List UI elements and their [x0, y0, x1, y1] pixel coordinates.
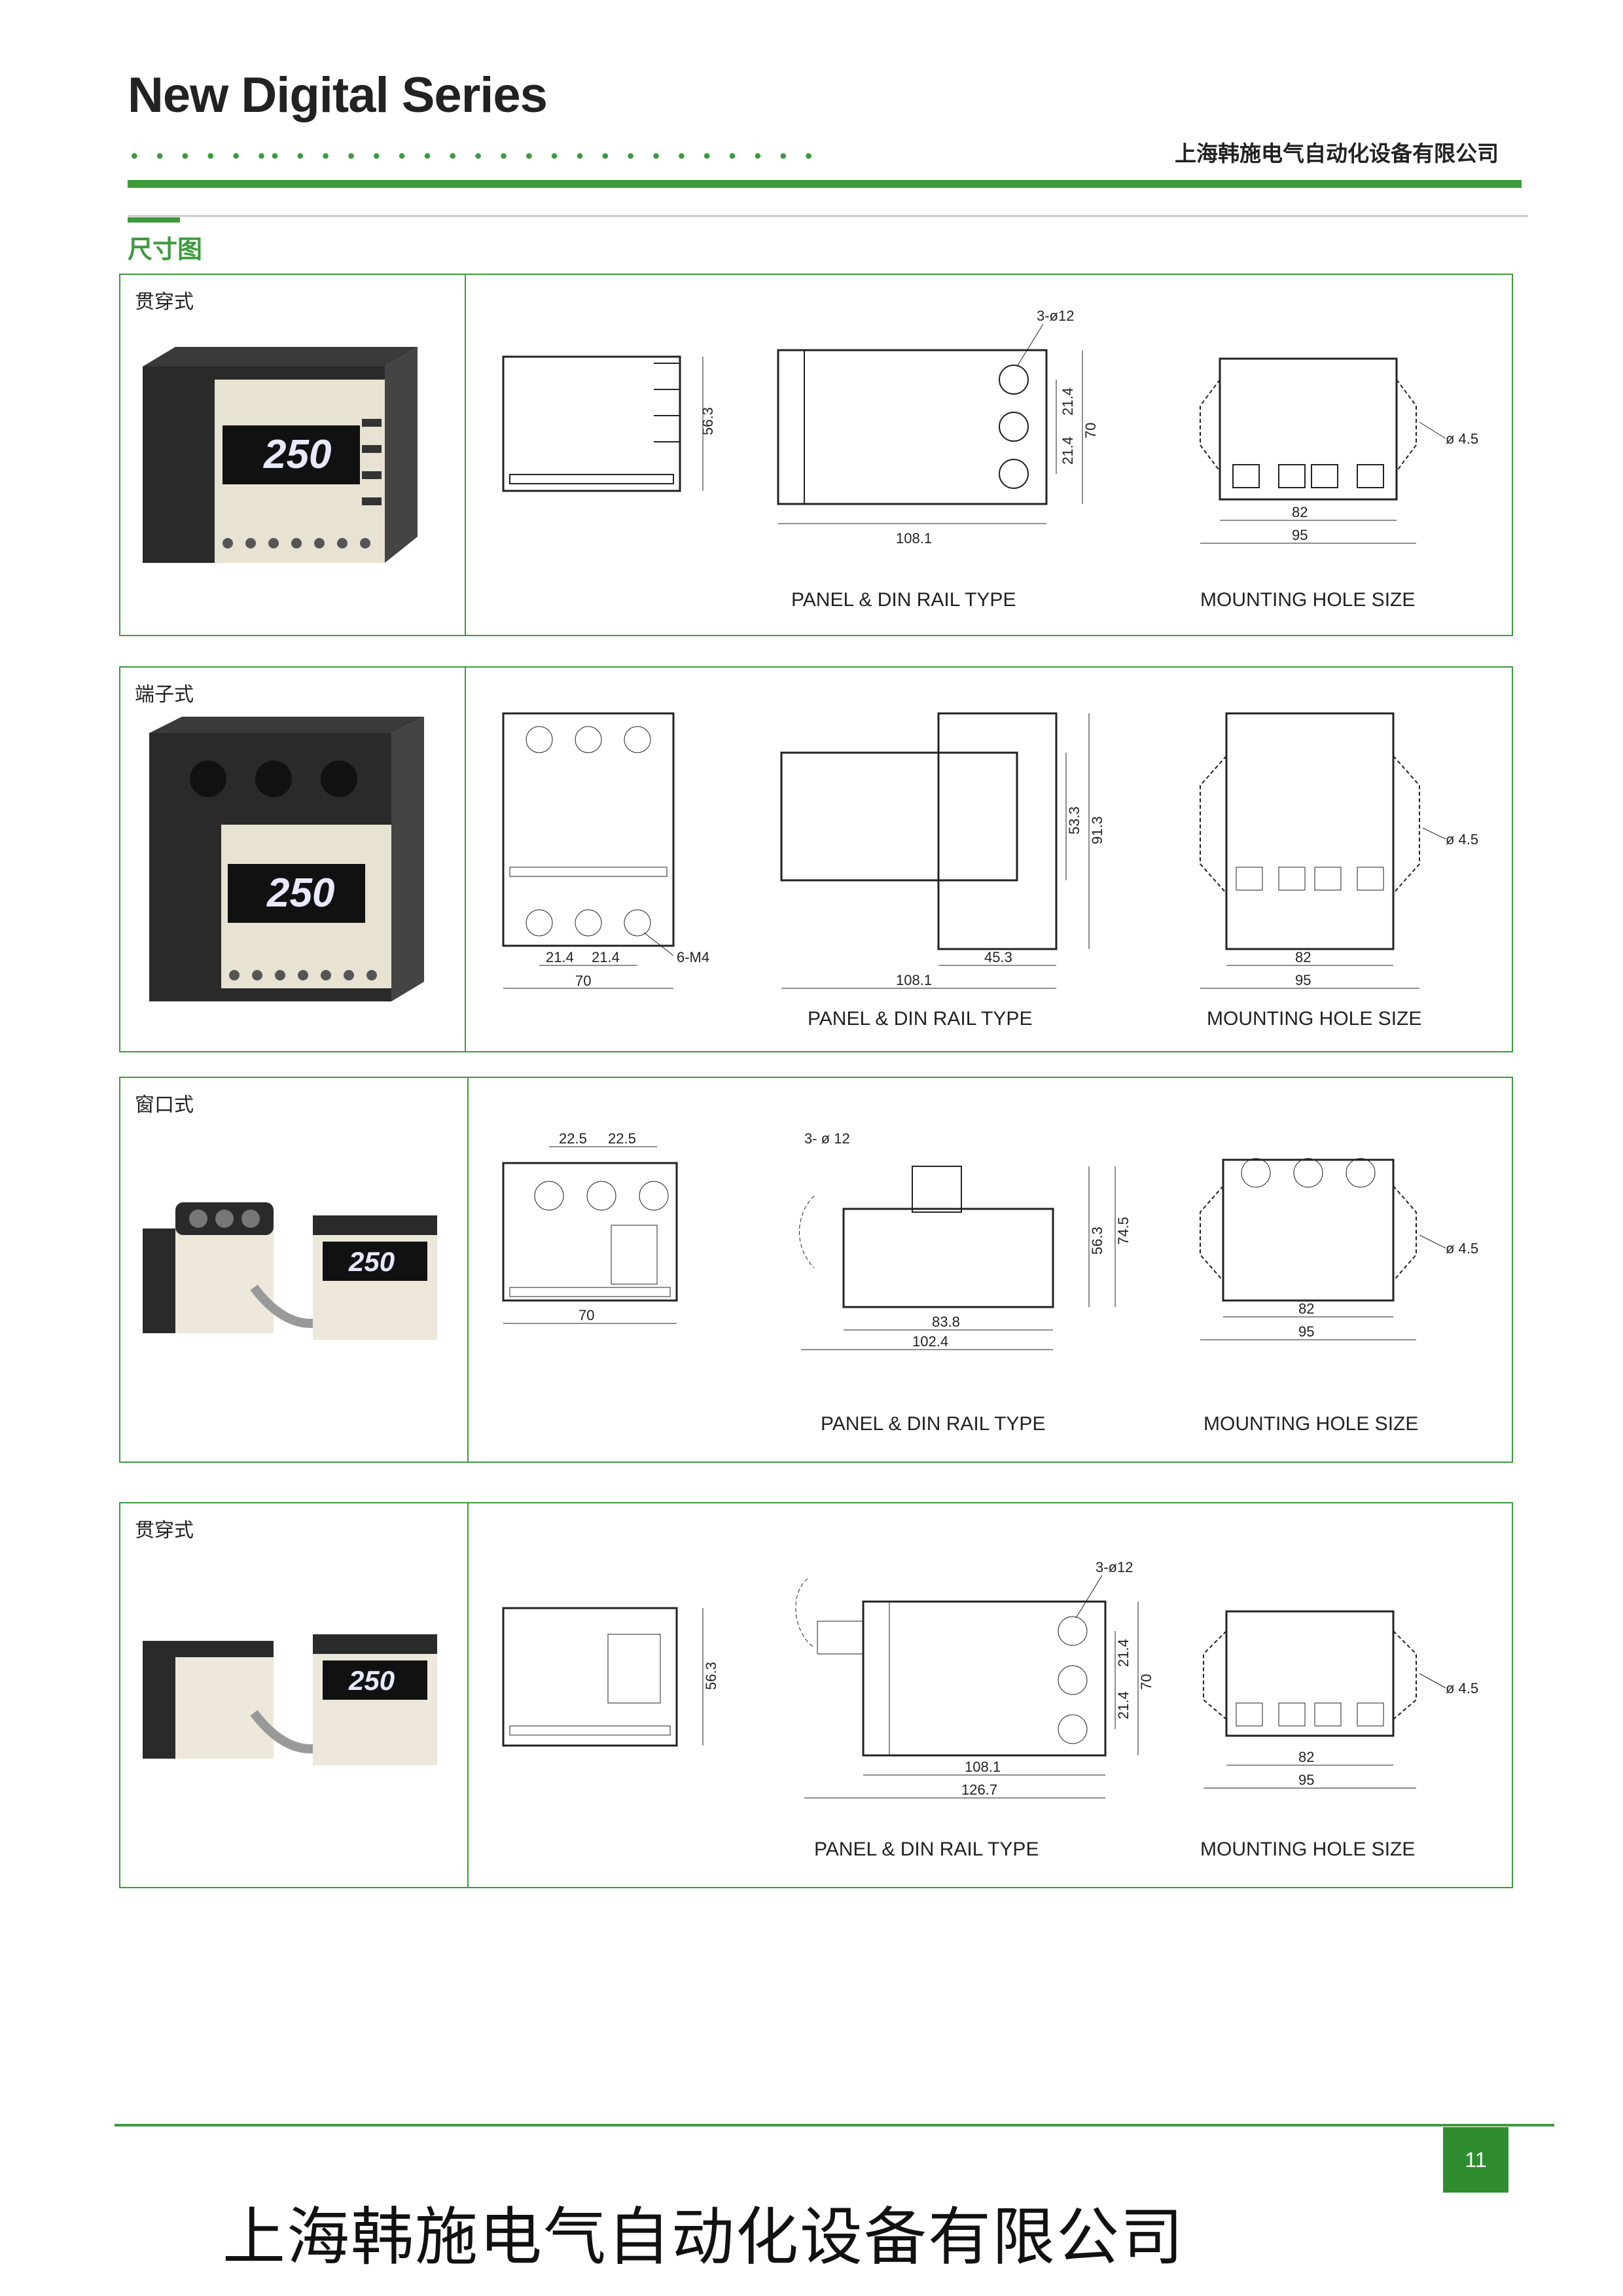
dimension-panel-3: 窗口式 250 22.5 22.5 3- ø 12 70 56.3: [119, 1077, 1513, 1463]
dimension-panel-4: 贯穿式 250 56.3 3-ø12 21.4 21.4 70: [119, 1502, 1513, 1888]
panel-divider: [465, 668, 466, 1051]
dimension-panel-1: 贯穿式 250 56.3: [119, 274, 1513, 636]
panel-din-drawing: 56.3 74.5 83.8 102.4: [799, 1166, 1132, 1350]
dim-label: 95: [1298, 1772, 1314, 1788]
panel-title: 窗口式: [135, 1094, 194, 1116]
mounting-label: MOUNTING HOLE SIZE: [1204, 1413, 1419, 1435]
panel-din-label: PANEL & DIN RAIL TYPE: [814, 1839, 1039, 1860]
relay-illustration: 250: [143, 347, 418, 563]
dim-label: 22.5: [559, 1130, 587, 1147]
dim-label: 21.4: [1115, 1639, 1132, 1667]
dim-label: 56.3: [1089, 1227, 1105, 1255]
display-readout: 250: [263, 432, 331, 477]
side-view-drawing: 22.5 22.5 3- ø 12 70: [502, 1130, 850, 1324]
panel-divider: [467, 1078, 469, 1462]
dim-label: 21.4: [1115, 1691, 1132, 1719]
dim-label: 95: [1292, 527, 1308, 543]
dim-label: 82: [1298, 1300, 1314, 1317]
dim-label: 70: [1082, 423, 1099, 439]
company-name-header: 上海韩施电气自动化设备有限公司: [1175, 141, 1499, 166]
dim-label: 82: [1298, 1749, 1314, 1765]
mounting-label: MOUNTING HOLE SIZE: [1200, 589, 1416, 611]
dim-label: 83.8: [932, 1314, 960, 1330]
dim-label: 70: [579, 1307, 594, 1323]
dim-label: 3- ø 12: [804, 1130, 850, 1147]
page-number: 11: [1443, 2127, 1508, 2193]
company-name-footer: 上海韩施电气自动化设备有限公司: [223, 2200, 1185, 2274]
panel-divider: [465, 275, 466, 635]
page-title: New Digital Series: [128, 67, 548, 123]
display-readout: 250: [348, 1246, 395, 1277]
dim-label: ø 4.5: [1446, 1680, 1478, 1696]
dim-label: 21.4: [546, 949, 574, 965]
relay-illustration: 250: [143, 1202, 437, 1340]
dim-label: 6-M4: [677, 949, 709, 965]
dim-label: 70: [1138, 1674, 1154, 1690]
dim-label: ø 4.5: [1446, 431, 1478, 447]
dim-label: 108.1: [896, 530, 932, 547]
dim-label: 70: [575, 973, 591, 989]
header-rule: [128, 180, 1522, 188]
panel-din-label: PANEL & DIN RAIL TYPE: [808, 1008, 1033, 1030]
dim-label: 108.1: [896, 972, 932, 988]
dim-label: 126.7: [961, 1782, 997, 1798]
decorative-dots: • • • • • •• • • • • • • • • • • • • • •…: [131, 145, 819, 167]
dim-label: 45.3: [984, 949, 1012, 965]
dim-label: 74.5: [1115, 1217, 1132, 1245]
mounting-label: MOUNTING HOLE SIZE: [1207, 1008, 1422, 1030]
panel-title: 端子式: [135, 684, 194, 706]
panel-title: 贯穿式: [135, 291, 194, 313]
dim-label: 82: [1295, 949, 1311, 965]
panel-din-label: PANEL & DIN RAIL TYPE: [821, 1413, 1046, 1435]
dim-label: 102.4: [912, 1333, 948, 1350]
dim-label: 56.3: [703, 1662, 719, 1690]
dim-label: 95: [1298, 1323, 1314, 1340]
dim-label: 3-ø12: [1096, 1559, 1133, 1575]
dim-label: 21.4: [1060, 387, 1076, 416]
panel-din-drawing: 3-ø12 21.4 21.4 70 108.1 126.7: [795, 1559, 1154, 1799]
relay-illustration: 250: [149, 717, 424, 1001]
mounting-drawing: ø 4.5 82 95: [1200, 357, 1478, 544]
dim-label: ø 4.5: [1446, 831, 1478, 848]
dim-label: 21.4: [592, 949, 620, 965]
display-readout: 250: [348, 1665, 395, 1696]
dim-label: 21.4: [1060, 437, 1076, 465]
section-rule: [128, 215, 1528, 217]
mounting-drawing: ø 4.5 82 95: [1200, 1158, 1478, 1340]
side-view-drawing: 21.4 21.4 70 6-M4: [502, 712, 709, 989]
dim-label: 108.1: [965, 1759, 1001, 1775]
panel-din-drawing: 53.3 91.3 45.3 108.1: [780, 712, 1105, 989]
side-view-drawing: 56.3: [502, 1607, 719, 1747]
mounting-label: MOUNTING HOLE SIZE: [1200, 1839, 1416, 1860]
footer-rule: [115, 2124, 1554, 2126]
panel-title: 贯穿式: [135, 1520, 194, 1541]
display-readout: 250: [266, 870, 334, 916]
dim-label: 22.5: [608, 1130, 636, 1147]
dim-label: 91.3: [1089, 816, 1105, 844]
panel-din-drawing: 3-ø12 21.4 21.4 70 108.1: [777, 308, 1099, 547]
relay-illustration: 250: [143, 1634, 437, 1765]
dim-label: 53.3: [1066, 806, 1082, 834]
dim-label: 56.3: [700, 407, 716, 435]
dim-label: 82: [1292, 504, 1308, 520]
section-title: 尺寸图: [128, 236, 203, 264]
section-accent: [128, 217, 180, 223]
dim-label: ø 4.5: [1446, 1240, 1478, 1257]
dimension-panel-2: 端子式 250 21.4 21.4 70 6-M4: [119, 666, 1513, 1052]
mounting-drawing: ø 4.5 82 95: [1200, 712, 1478, 989]
dim-label: 3-ø12: [1037, 308, 1074, 324]
dim-label: 95: [1295, 972, 1311, 988]
side-view-drawing: 56.3: [502, 355, 716, 492]
panel-din-label: PANEL & DIN RAIL TYPE: [791, 589, 1016, 611]
panel-divider: [467, 1503, 469, 1887]
mounting-drawing: ø 4.5 82 95: [1203, 1610, 1478, 1789]
